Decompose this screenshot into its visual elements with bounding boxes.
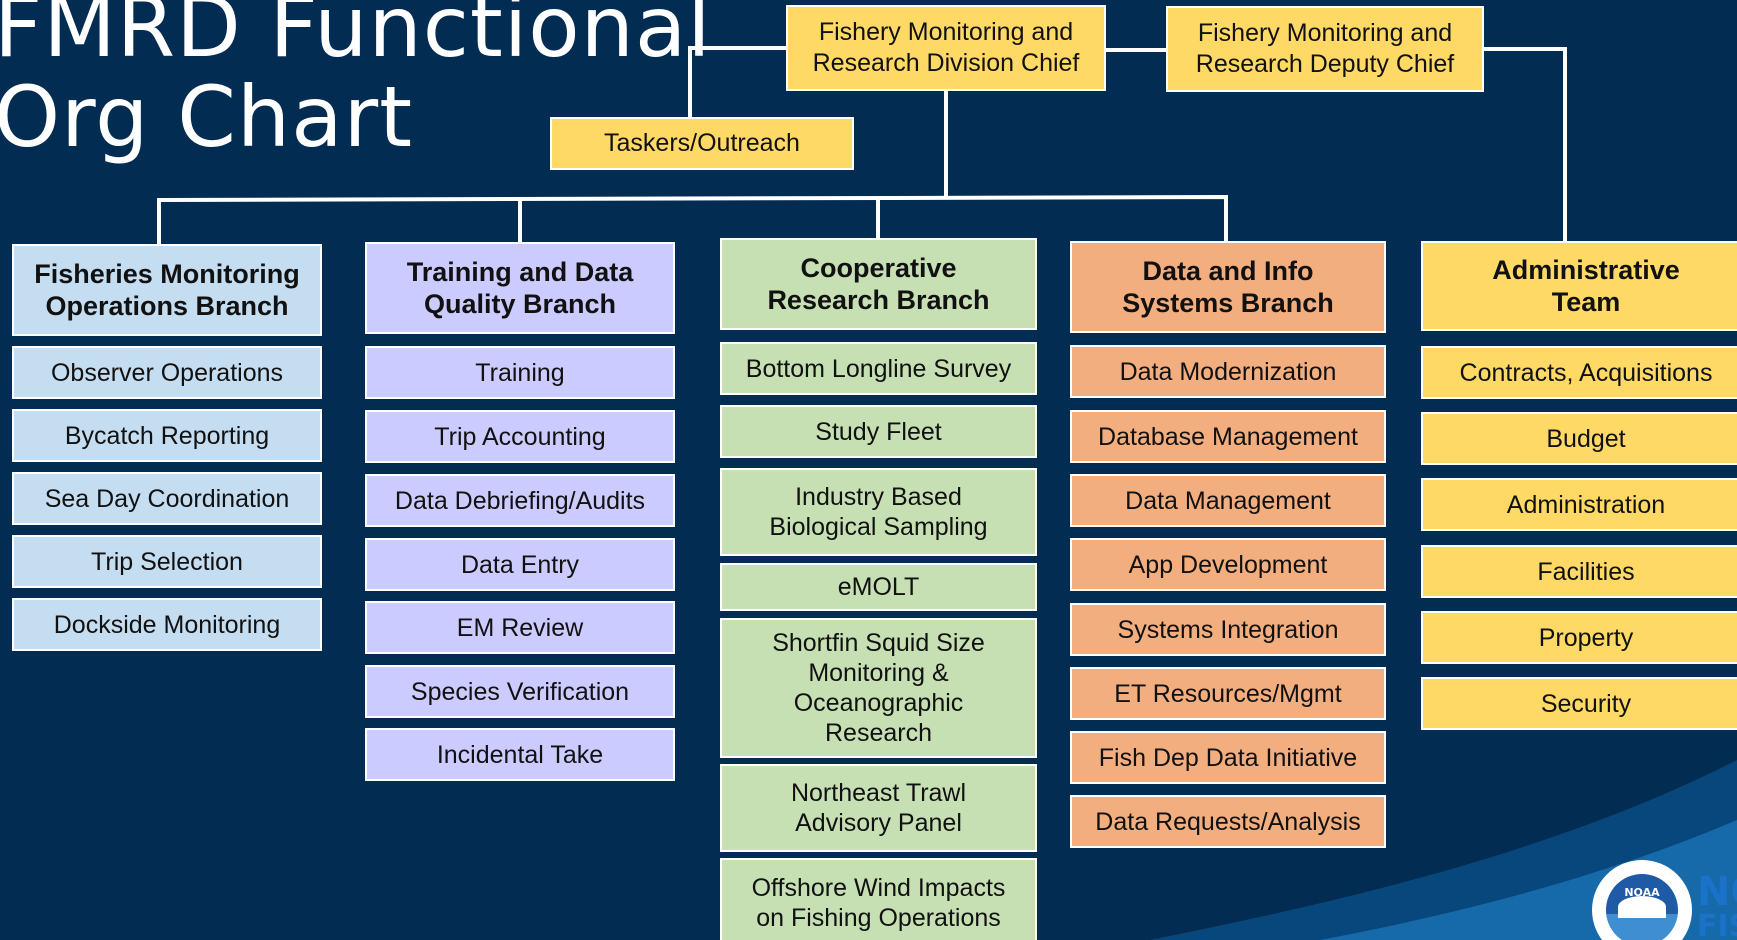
function-box-budget: Budget xyxy=(1421,412,1737,465)
function-box-dockside-monitoring: Dockside Monitoring xyxy=(12,598,322,651)
function-box-emolt: eMOLT xyxy=(720,563,1037,611)
function-box-contracts-acquisitions: Contracts, Acquisitions xyxy=(1421,346,1737,399)
function-box-fish-dep-data-initiative: Fish Dep Data Initiative xyxy=(1070,731,1386,784)
function-box-et-resources-mgmt: ET Resources/Mgmt xyxy=(1070,667,1386,720)
function-box-app-development: App Development xyxy=(1070,538,1386,591)
function-box-trip-selection: Trip Selection xyxy=(12,535,322,588)
function-box-data-debriefing-audits: Data Debriefing/Audits xyxy=(365,474,675,527)
connector-deputy-admin xyxy=(1482,47,1567,242)
noaa-fisheries-logo: NOAA FISHERIES xyxy=(1697,872,1737,940)
function-box-shortfin-squid-size-monitoring-oceanographic-research: Shortfin Squid Size Monitoring & Oceanog… xyxy=(720,618,1037,758)
function-box-sea-day-coordination: Sea Day Coordination xyxy=(12,472,322,525)
function-box-data-management: Data Management xyxy=(1070,474,1386,527)
function-box-database-management: Database Management xyxy=(1070,410,1386,463)
branch-header-fisheries-monitoring-operations-branch: Fisheries Monitoring Operations Branch xyxy=(12,244,322,336)
function-box-security: Security xyxy=(1421,677,1737,730)
function-box-industry-based-biological-sampling: Industry Based Biological Sampling xyxy=(720,468,1037,556)
function-box-bottom-longline-survey: Bottom Longline Survey xyxy=(720,342,1037,395)
function-box-systems-integration: Systems Integration xyxy=(1070,603,1386,656)
function-box-northeast-trawl-advisory-panel: Northeast Trawl Advisory Panel xyxy=(720,764,1037,852)
brand-line2: FISHERIES xyxy=(1697,909,1737,940)
function-box-bycatch-reporting: Bycatch Reporting xyxy=(12,409,322,462)
function-box-trip-accounting: Trip Accounting xyxy=(365,410,675,463)
branch-header-data-and-info-systems-branch: Data and Info Systems Branch xyxy=(1070,241,1386,333)
function-box-facilities: Facilities xyxy=(1421,545,1737,598)
function-box-study-fleet: Study Fleet xyxy=(720,405,1037,458)
division-chief-box: Fishery Monitoring and Research Division… xyxy=(786,5,1106,91)
connector-chief-taskers xyxy=(688,46,788,118)
page-title: FMRD Functional Org Chart xyxy=(0,0,712,166)
noaa-seal-text: NOAA xyxy=(1624,886,1660,899)
deputy-chief-box: Fishery Monitoring and Research Deputy C… xyxy=(1166,6,1484,92)
function-box-incidental-take: Incidental Take xyxy=(365,728,675,781)
function-box-em-review: EM Review xyxy=(365,601,675,654)
function-box-training: Training xyxy=(365,346,675,399)
taskers-outreach-box: Taskers/Outreach xyxy=(550,117,854,170)
function-box-data-requests-analysis: Data Requests/Analysis xyxy=(1070,795,1386,848)
function-box-administration: Administration xyxy=(1421,478,1737,531)
function-box-property: Property xyxy=(1421,611,1737,664)
branch-header-cooperative-research-branch: Cooperative Research Branch xyxy=(720,238,1037,330)
brand-line1: NOAA xyxy=(1697,869,1737,915)
function-box-observer-operations: Observer Operations xyxy=(12,346,322,399)
connector-branch-bus xyxy=(157,194,1228,244)
function-box-offshore-wind-impacts-on-fishing-operations: Offshore Wind Impacts on Fishing Operati… xyxy=(720,858,1037,940)
branch-header-training-and-data-quality-branch: Training and Data Quality Branch xyxy=(365,242,675,334)
function-box-species-verification: Species Verification xyxy=(365,665,675,718)
noaa-seal-icon: NOAA xyxy=(1592,860,1692,940)
function-box-data-entry: Data Entry xyxy=(365,538,675,591)
branch-header-administrative-team: Administrative Team xyxy=(1421,241,1737,331)
function-box-data-modernization: Data Modernization xyxy=(1070,345,1386,398)
